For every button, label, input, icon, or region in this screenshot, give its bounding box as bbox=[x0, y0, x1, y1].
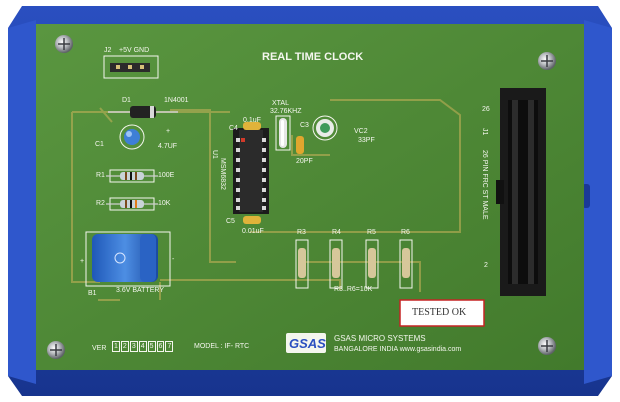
capacitor-c1 bbox=[119, 124, 145, 150]
version-label: VER bbox=[92, 345, 107, 352]
company-address: BANGALORE INDIA www.gsasindia.com bbox=[334, 346, 462, 353]
c1-value: 4.7UF bbox=[158, 143, 178, 150]
ic-u1 bbox=[233, 128, 269, 214]
version-box: 3 bbox=[129, 341, 138, 352]
c3-ref: C3 bbox=[300, 122, 309, 129]
ic-part: MSM6832 bbox=[219, 158, 226, 190]
j1-ref: J1 bbox=[481, 128, 488, 136]
version-box: 1 bbox=[112, 341, 120, 352]
capacitor-c4 bbox=[243, 122, 261, 130]
tested-ok-text: TESTED OK bbox=[412, 307, 467, 318]
vc2-value: 33PF bbox=[358, 137, 375, 144]
xtal-name: XTAL bbox=[272, 100, 289, 107]
ic-ref: U1 bbox=[211, 150, 218, 159]
r2-value: 10K bbox=[158, 200, 171, 207]
c5-ref: C5 bbox=[226, 218, 235, 225]
screw-icon bbox=[47, 35, 556, 359]
connector-j1 bbox=[496, 88, 546, 296]
c5-value: 0.01uF bbox=[242, 228, 264, 235]
c4-ref: C4 bbox=[229, 125, 238, 132]
d1-part: 1N4001 bbox=[164, 97, 189, 104]
model-label: MODEL : IF- RTC bbox=[194, 343, 250, 350]
company-name: GSAS MICRO SYSTEMS bbox=[334, 334, 426, 343]
version-box: 4 bbox=[138, 341, 147, 352]
c4-value: 0.1uF bbox=[243, 117, 261, 124]
d1-ref: D1 bbox=[122, 97, 131, 104]
gsas-logo bbox=[286, 333, 326, 353]
battery-ref: B1 bbox=[88, 290, 97, 297]
battery-b1 bbox=[85, 231, 171, 287]
resistor-array bbox=[295, 239, 413, 289]
version-box: 7 bbox=[165, 341, 174, 352]
r3-ref: R3 bbox=[297, 229, 306, 236]
r4-ref: R4 bbox=[332, 229, 341, 236]
crystal-xtal bbox=[275, 115, 291, 151]
version-box: 2 bbox=[120, 341, 129, 352]
battery-plus: + bbox=[80, 258, 85, 265]
diode-d1 bbox=[108, 106, 178, 118]
battery-label: 3.6V BATTERY bbox=[116, 287, 164, 294]
board-title: REAL TIME CLOCK bbox=[262, 51, 364, 63]
c3-value: 20PF bbox=[296, 158, 313, 165]
j1-pin-bottom: 2 bbox=[484, 262, 488, 269]
pcb bbox=[36, 24, 584, 370]
version-boxes: 1 2 3 4 5 6 7 bbox=[112, 341, 174, 352]
header-j2 bbox=[103, 55, 159, 79]
capacitor-c5 bbox=[243, 216, 261, 224]
version-box: 6 bbox=[156, 341, 165, 352]
r6-ref: R6 bbox=[401, 229, 410, 236]
version-box: 5 bbox=[147, 341, 156, 352]
r5-ref: R5 bbox=[367, 229, 376, 236]
battery-minus: - bbox=[172, 256, 175, 263]
resistor-r2 bbox=[106, 197, 158, 211]
capacitor-c3 bbox=[296, 136, 304, 154]
vc2-ref: VC2 bbox=[354, 128, 368, 135]
r2-ref: R2 bbox=[96, 200, 105, 207]
c1-plus: + bbox=[166, 128, 171, 135]
c1-ref: C1 bbox=[95, 141, 104, 148]
j1-pin-top: 26 bbox=[482, 106, 490, 113]
resistor-note: R3..R6=10K bbox=[334, 286, 373, 293]
resistor-r1 bbox=[106, 169, 158, 183]
j2-ref: J2 bbox=[104, 47, 112, 54]
r1-value: 100E bbox=[158, 172, 175, 179]
xtal-value: 32.76KHZ bbox=[270, 108, 302, 115]
trimmer-vc2 bbox=[312, 115, 338, 141]
r1-ref: R1 bbox=[96, 172, 105, 179]
j2-pins: +5V GND bbox=[119, 47, 150, 54]
gsas-logo-text: GSAS bbox=[289, 336, 326, 351]
tested-sticker bbox=[399, 299, 485, 327]
j1-desc: 26 PIN FRC ST MALE bbox=[481, 150, 488, 220]
